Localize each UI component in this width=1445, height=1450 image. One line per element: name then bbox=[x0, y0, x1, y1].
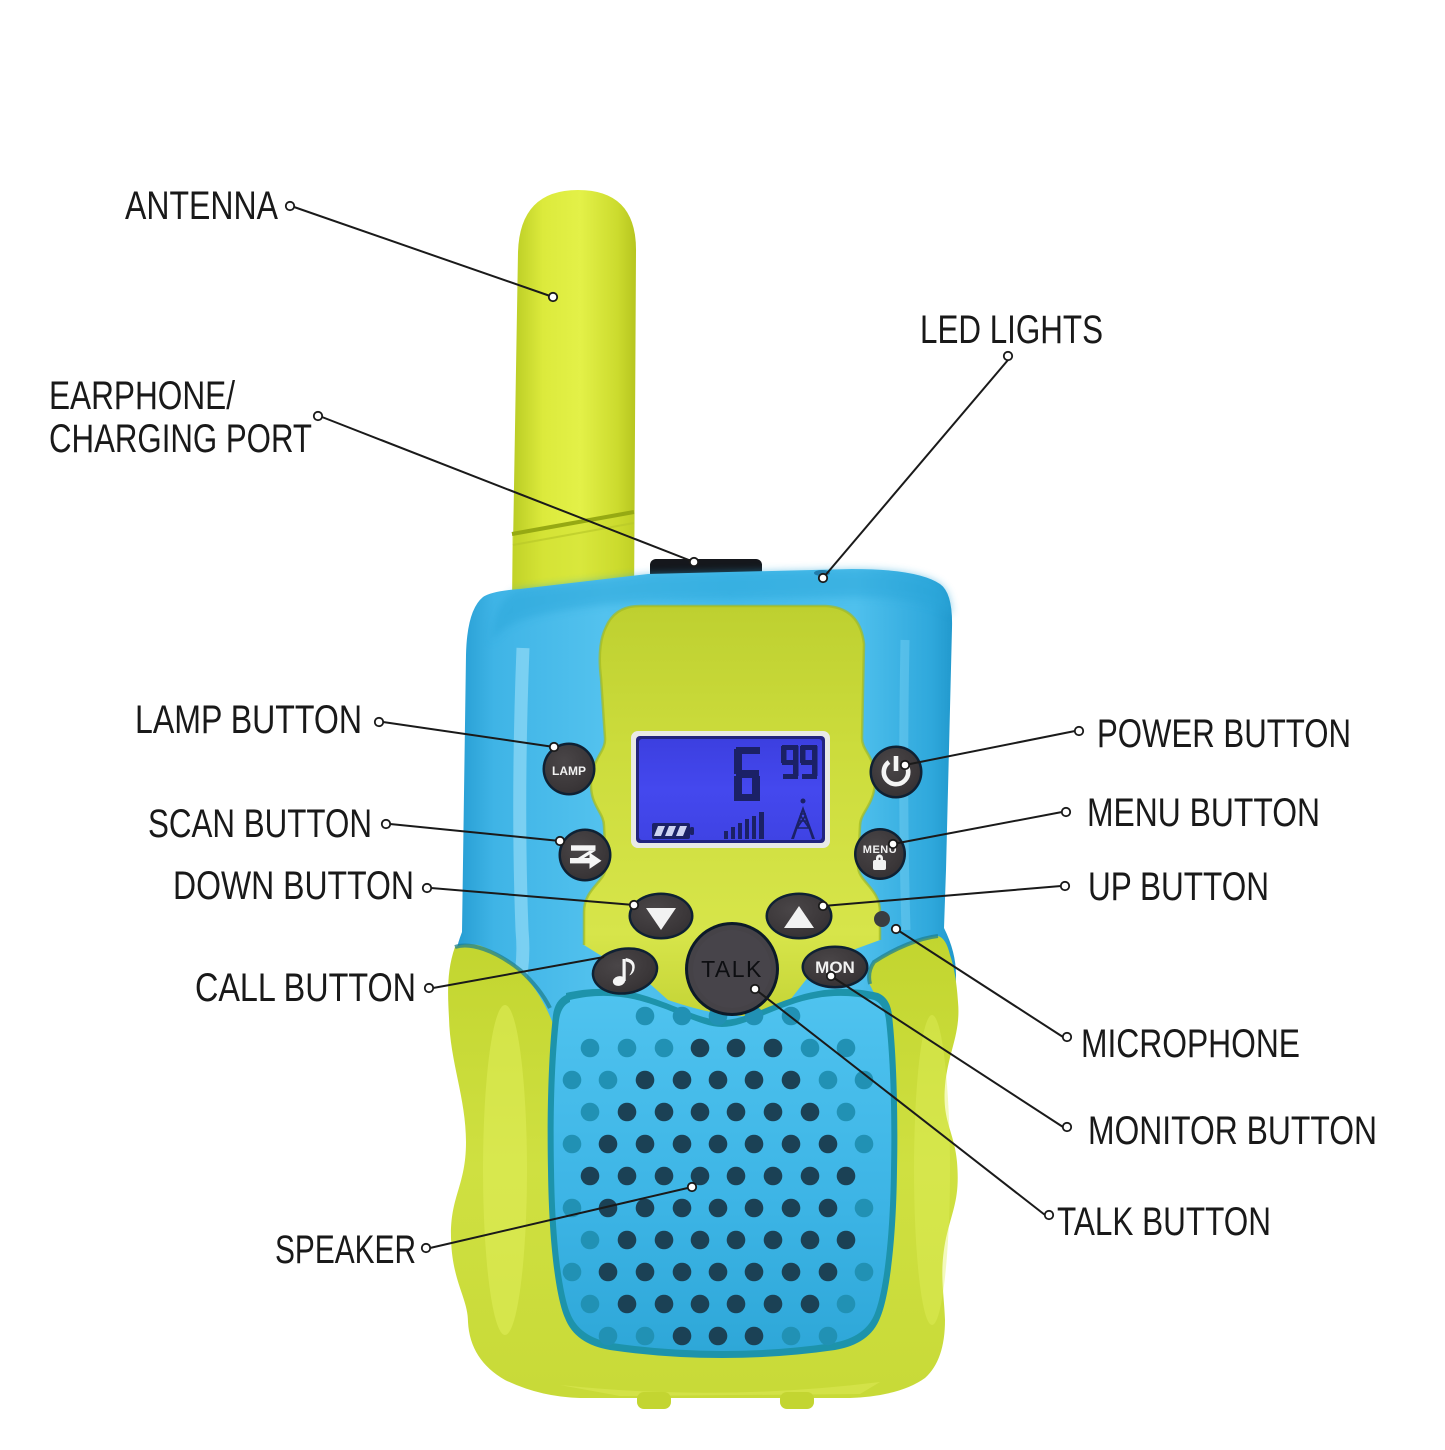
svg-text:DOWN BUTTON: DOWN BUTTON bbox=[173, 864, 414, 908]
svg-text:SCAN BUTTON: SCAN BUTTON bbox=[148, 802, 372, 846]
svg-text:SPEAKER: SPEAKER bbox=[275, 1228, 416, 1272]
svg-text:MON: MON bbox=[815, 958, 855, 977]
svg-text:CHARGING PORT: CHARGING PORT bbox=[49, 417, 312, 461]
svg-text:UP BUTTON: UP BUTTON bbox=[1088, 865, 1269, 909]
svg-text:LAMP: LAMP bbox=[552, 764, 586, 778]
svg-text:EARPHONE/: EARPHONE/ bbox=[49, 374, 236, 418]
svg-text:MENU BUTTON: MENU BUTTON bbox=[1087, 791, 1320, 835]
svg-text:MENU: MENU bbox=[863, 844, 897, 856]
svg-text:MONITOR BUTTON: MONITOR BUTTON bbox=[1088, 1109, 1377, 1153]
svg-text:LAMP BUTTON: LAMP BUTTON bbox=[135, 698, 362, 742]
svg-text:TALK: TALK bbox=[701, 956, 763, 982]
svg-text:MICROPHONE: MICROPHONE bbox=[1081, 1022, 1300, 1066]
svg-text:LED LIGHTS: LED LIGHTS bbox=[920, 308, 1103, 352]
svg-text:POWER BUTTON: POWER BUTTON bbox=[1097, 712, 1351, 756]
svg-text:CALL BUTTON: CALL BUTTON bbox=[195, 966, 416, 1010]
svg-text:TALK BUTTON: TALK BUTTON bbox=[1057, 1200, 1271, 1244]
svg-text:ANTENNA: ANTENNA bbox=[125, 184, 278, 228]
